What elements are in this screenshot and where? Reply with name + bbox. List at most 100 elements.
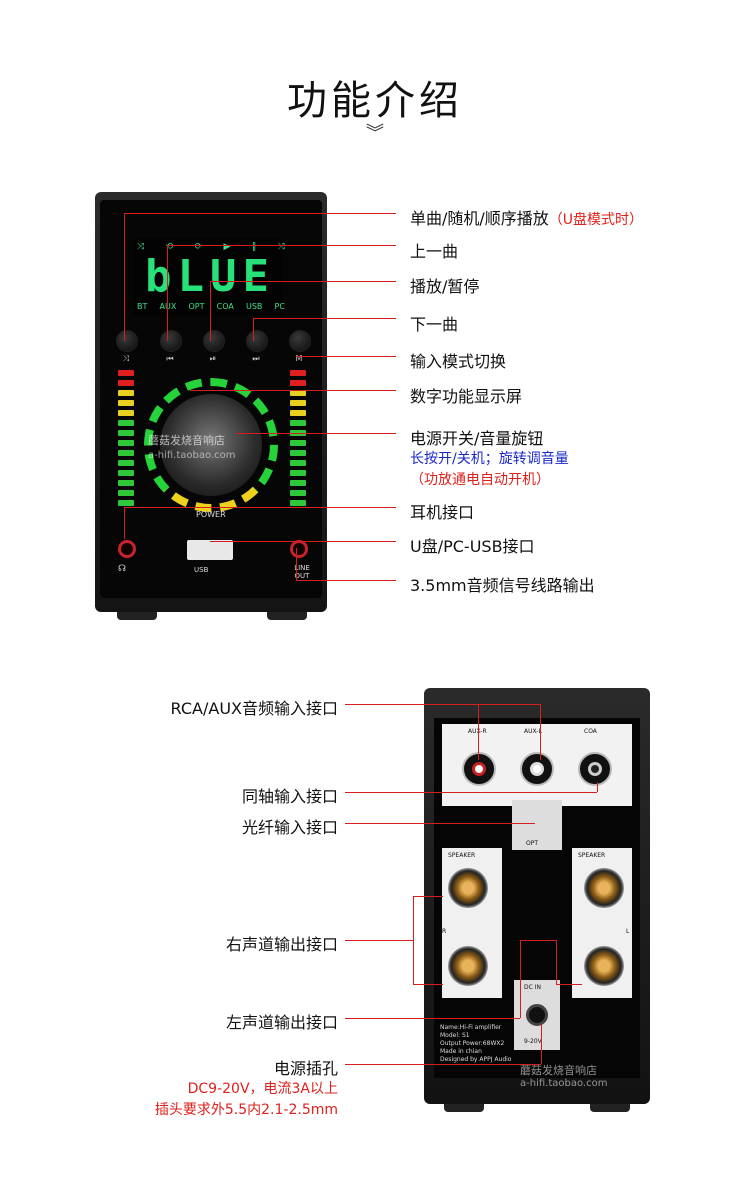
shuffle-icon: ⤨ xyxy=(122,354,130,363)
play-icon: ▶ xyxy=(223,242,231,252)
callout-line xyxy=(413,896,414,984)
headphone-icon: ☊ xyxy=(118,564,126,574)
callout-line xyxy=(541,1024,542,1064)
watermark-cn: 蘑菇发烧音响店 xyxy=(148,434,225,447)
prev-track-button[interactable] xyxy=(160,330,182,352)
callout-input-mode: 输入模式切换 xyxy=(410,352,507,371)
volume-ring xyxy=(144,378,278,512)
callout-line xyxy=(296,580,396,581)
mode-icons: ⤨ ⟲ ⟳ ▶ ‖ ⤨ xyxy=(137,242,285,252)
callout-coaxial: 同轴输入接口 xyxy=(241,787,338,806)
volume-knob[interactable] xyxy=(160,394,262,496)
callout-power-note-1: DC9-20V，电流3A以上 xyxy=(187,1081,338,1097)
rca-right-jack[interactable] xyxy=(462,752,496,786)
repeat-icon: ⟲ xyxy=(165,242,174,252)
right-foot xyxy=(267,612,307,620)
next-track-button[interactable] xyxy=(246,330,268,352)
right-foot-back xyxy=(590,1104,630,1112)
callout-line xyxy=(167,245,396,246)
callout-right-channel: 右声道输出接口 xyxy=(225,935,338,954)
left-foot xyxy=(117,612,157,620)
callout-line xyxy=(345,704,541,705)
callout-line xyxy=(556,984,582,985)
callout-volume: 电源开关/音量旋钮 xyxy=(410,429,544,448)
opt-label: OPT xyxy=(526,840,539,847)
line-out-jack[interactable] xyxy=(290,540,308,558)
play-pause-button[interactable] xyxy=(203,330,225,352)
callout-line xyxy=(520,940,556,941)
right-speaker-post-minus[interactable] xyxy=(448,946,488,986)
r-label: R xyxy=(442,928,447,935)
front-panel: ⤨ ⟲ ⟳ ▶ ‖ ⤨ bLUE BT AUX OPT COA USB PC ⤨… xyxy=(100,200,322,598)
pause-icon: ‖ xyxy=(251,242,257,252)
callout-left-channel: 左声道输出接口 xyxy=(225,1013,338,1032)
coaxial-jack[interactable] xyxy=(578,752,612,786)
left-speaker-post-minus[interactable] xyxy=(584,946,624,986)
right-level-meter xyxy=(290,370,306,510)
prev-icon: ⏮ xyxy=(166,354,174,363)
callout-line xyxy=(345,1018,520,1019)
left-speaker-post-plus[interactable] xyxy=(584,868,624,908)
usb-port[interactable] xyxy=(187,540,233,560)
callout-line xyxy=(296,548,297,580)
source-opt: OPT xyxy=(188,302,205,311)
rear-panel: AUX-R AUX-L COA OPT SPEAKER SPEAKER R L … xyxy=(434,718,640,1089)
left-foot-back xyxy=(444,1104,484,1112)
play-pause-icon: ⏯ xyxy=(209,354,217,363)
callout-line-out: 3.5mm音频信号线路输出 xyxy=(410,576,595,595)
optical-port[interactable] xyxy=(512,800,562,850)
rca-left-jack[interactable] xyxy=(520,752,554,786)
coa-label: COA xyxy=(584,728,597,735)
callout-line xyxy=(345,792,597,793)
callout-line xyxy=(413,984,443,985)
callout-power-jack: 电源插孔 xyxy=(273,1059,338,1078)
callout-line xyxy=(210,281,211,341)
repeat-all-icon: ⟳ xyxy=(194,242,203,252)
callout-line xyxy=(345,940,413,941)
callout-line xyxy=(296,356,396,357)
info-line-3: Output Power:68WX2 xyxy=(440,1040,505,1047)
source-indicators: BT AUX OPT COA USB PC xyxy=(137,302,285,311)
source-pc: PC xyxy=(274,302,285,311)
callout-line xyxy=(597,782,598,792)
amplifier-back-image: AUX-R AUX-L COA OPT SPEAKER SPEAKER R L … xyxy=(424,688,650,1112)
speaker-label-left: SPEAKER xyxy=(578,852,606,859)
dc-power-jack[interactable] xyxy=(526,1004,548,1026)
page-title: 功能介绍 xyxy=(287,78,463,124)
l-label: L xyxy=(626,928,630,935)
callout-line xyxy=(124,507,125,539)
callout-usb: U盘/PC-USB接口 xyxy=(410,537,535,556)
play-mode-button[interactable] xyxy=(116,330,138,352)
callout-line xyxy=(124,213,125,341)
callout-prev: 上一曲 xyxy=(410,242,459,261)
callout-line xyxy=(345,823,535,824)
left-level-meter xyxy=(118,370,134,510)
input-mode-button[interactable] xyxy=(289,330,311,352)
callout-line xyxy=(345,1064,541,1065)
callout-line xyxy=(124,213,396,214)
callout-headphone: 耳机接口 xyxy=(410,503,475,522)
callout-optical: 光纤输入接口 xyxy=(241,818,338,837)
headphone-jack[interactable] xyxy=(118,540,136,558)
watermark-cn-back: 蘑菇发烧音响店 xyxy=(520,1064,597,1077)
callout-line xyxy=(236,433,396,434)
aux-r-label: AUX-R xyxy=(468,728,487,735)
digital-display: ⤨ ⟲ ⟳ ▶ ‖ ⤨ bLUE BT AUX OPT COA USB PC xyxy=(133,238,285,316)
usb-label: USB xyxy=(194,566,209,574)
watermark-url: a-hifi.taobao.com xyxy=(148,450,236,461)
dc-in-label: DC IN xyxy=(524,984,541,991)
watermark-url-back: a-hifi.taobao.com xyxy=(520,1078,608,1089)
callout-display: 数字功能显示屏 xyxy=(410,387,523,406)
right-speaker-post-plus[interactable] xyxy=(448,868,488,908)
callout-line xyxy=(124,507,396,508)
callout-volume-note-blue: 长按开/关机；旋转调音量 xyxy=(410,451,569,467)
callout-line xyxy=(556,940,557,984)
callout-rca: RCA/AUX音频输入接口 xyxy=(170,699,338,718)
mode-icon: M xyxy=(295,354,303,363)
callout-line xyxy=(540,704,541,760)
info-line-4: Made in chian xyxy=(440,1048,482,1055)
display-text: bLUE xyxy=(145,251,275,302)
callout-volume-note-red: （功放通电自动开机） xyxy=(410,472,550,488)
callout-line xyxy=(253,318,254,341)
callout-play-pause: 播放/暂停 xyxy=(410,277,480,296)
